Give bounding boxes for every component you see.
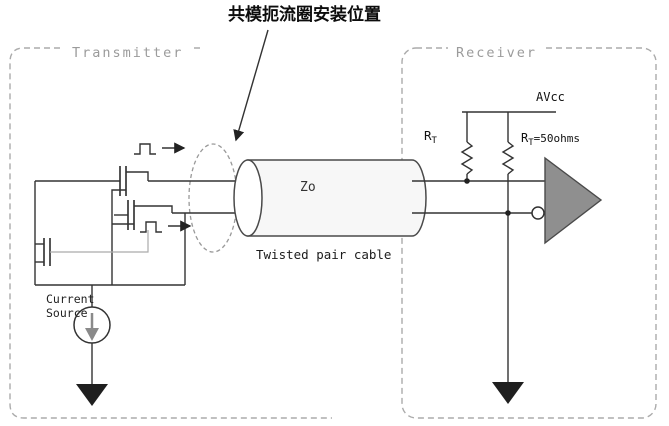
pulse-signal-upper-icon — [134, 142, 186, 155]
receiver-wires — [412, 111, 556, 382]
receiver-label: Receiver — [456, 45, 537, 61]
junction-dot-top — [464, 178, 470, 184]
transmitter-region-border — [9, 47, 332, 419]
annotation-arrow — [233, 29, 269, 142]
ground-icon-transmitter — [76, 384, 108, 406]
ground-icon-receiver — [492, 382, 524, 404]
junction-dot-bottom — [505, 210, 511, 216]
rt-left-label: RT — [424, 128, 438, 146]
resistor-right-icon — [501, 112, 515, 213]
cable-impedance-label: Zo — [300, 180, 316, 195]
receiver-region-border — [401, 47, 657, 419]
cable-cylinder — [233, 159, 427, 237]
current-source-label-line1: Current — [46, 292, 94, 306]
receiver-label-bg — [448, 44, 546, 60]
receiver-amp-icon — [544, 156, 603, 245]
mosfet-left-icon — [35, 230, 149, 266]
resistor-left-icon — [460, 112, 474, 181]
mosfet-upper-icon — [111, 166, 149, 285]
pulse-signal-lower-icon — [140, 220, 192, 233]
current-source-icon — [73, 306, 111, 344]
mosfet-lower-icon — [112, 200, 173, 230]
avcc-label: AVcc — [536, 90, 565, 104]
current-source-label-line2: Source — [46, 306, 88, 320]
inverting-input-bubble-icon — [531, 206, 545, 220]
diagram-title: 共模扼流圈安装位置 — [228, 4, 381, 25]
cable-caption: Twisted pair cable — [256, 247, 391, 262]
common-mode-choke-ellipse-icon — [188, 143, 238, 253]
transmitter-label: Transmitter — [72, 45, 183, 61]
transmitter-wires — [34, 180, 250, 384]
rt-right-label: RT=50ohms — [521, 131, 580, 148]
transmitter-label-bg — [62, 44, 190, 60]
